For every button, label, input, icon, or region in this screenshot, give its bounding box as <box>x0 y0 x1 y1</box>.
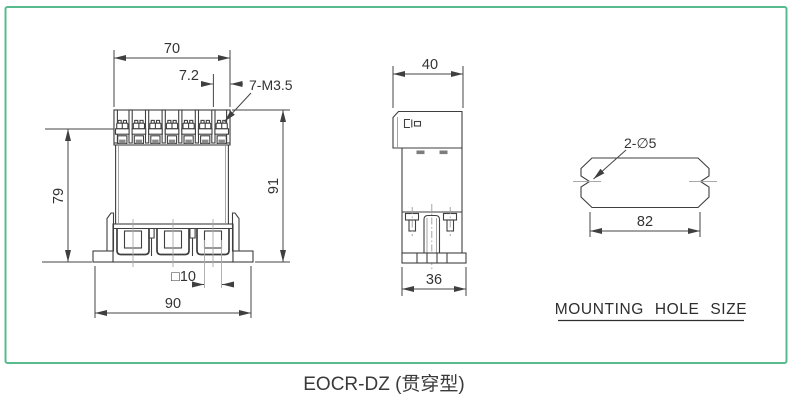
mounting-ear-left <box>92 250 114 263</box>
front-body <box>115 145 229 224</box>
front-top-width-label: 70 <box>164 41 180 57</box>
dim-square10: □10 <box>171 240 234 288</box>
side-body <box>401 148 463 253</box>
hole-diameter-callout: 2-∅5 <box>593 135 657 180</box>
terminal-block <box>113 109 231 146</box>
mounting-slot-outline <box>580 157 710 209</box>
drawing-caption: EOCR-DZ (贯穿型) <box>303 373 464 395</box>
mounting-hole-title: MOUNTING HOLE SIZE <box>555 301 747 318</box>
side-upper-housing <box>392 110 463 149</box>
side-bottom-mechanism <box>401 204 467 270</box>
frame-border <box>4 6 788 364</box>
terminal-screw-label: 7-M3.5 <box>249 77 293 93</box>
front-right-height-label: 91 <box>266 178 282 194</box>
hole-diameter-label: 2-∅5 <box>624 135 657 151</box>
mounting-ear-right <box>232 250 254 263</box>
dim-7-2: 7.2 <box>179 68 243 107</box>
dim-70: 70 <box>113 41 231 107</box>
dim-79: 79 <box>42 128 114 263</box>
side-top-width-label: 40 <box>422 57 438 73</box>
mounting-hole-width-label: 82 <box>637 214 653 230</box>
mounting-hole-view: 2-∅5 82 MOUNTING HOLE SIZE <box>555 135 747 322</box>
dim-90: 90 <box>94 266 252 318</box>
through-hole-block <box>112 219 234 267</box>
square-hole-label: □10 <box>171 269 196 285</box>
front-view: 70 7.2 7-M3.5 79 91 <box>42 41 293 318</box>
side-view: 40 <box>392 57 467 296</box>
dim-82: 82 <box>589 212 701 237</box>
dim-36: 36 <box>401 267 467 296</box>
terminal-pitch-label: 7.2 <box>179 68 199 84</box>
dim-91: 91 <box>232 109 290 263</box>
terminal-screw-callout: 7-M3.5 <box>224 77 293 122</box>
front-bottom-width-label: 90 <box>165 296 181 312</box>
side-bottom-width-label: 36 <box>426 272 442 288</box>
dim-40: 40 <box>392 57 464 108</box>
front-left-height-label: 79 <box>51 188 67 204</box>
